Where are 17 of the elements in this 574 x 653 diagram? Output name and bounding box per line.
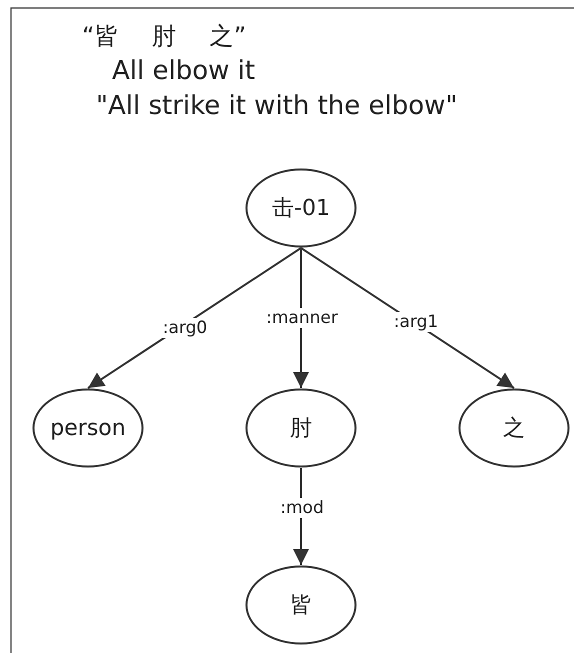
edge-label: :arg0 (162, 318, 208, 338)
node-label: 皆 (290, 592, 312, 620)
edge-label: :manner (265, 308, 339, 328)
node-label: 肘 (290, 415, 312, 443)
sentence-text: “皆 肘 之” (82, 21, 246, 52)
translation-text: "All strike it with the elbow" (96, 91, 458, 121)
ellipse-node (245, 168, 357, 248)
ellipse-node (245, 565, 357, 645)
translation-text: All elbow it (112, 56, 256, 86)
ellipse-node (32, 388, 144, 468)
ellipse-node (458, 388, 570, 468)
edge-label: :mod (279, 498, 325, 518)
node-label: 击-01 (272, 195, 330, 223)
ellipse-node (245, 388, 357, 468)
node-label: 之 (503, 415, 525, 443)
edge-label: :arg1 (392, 312, 440, 332)
node-label: person (50, 416, 126, 440)
